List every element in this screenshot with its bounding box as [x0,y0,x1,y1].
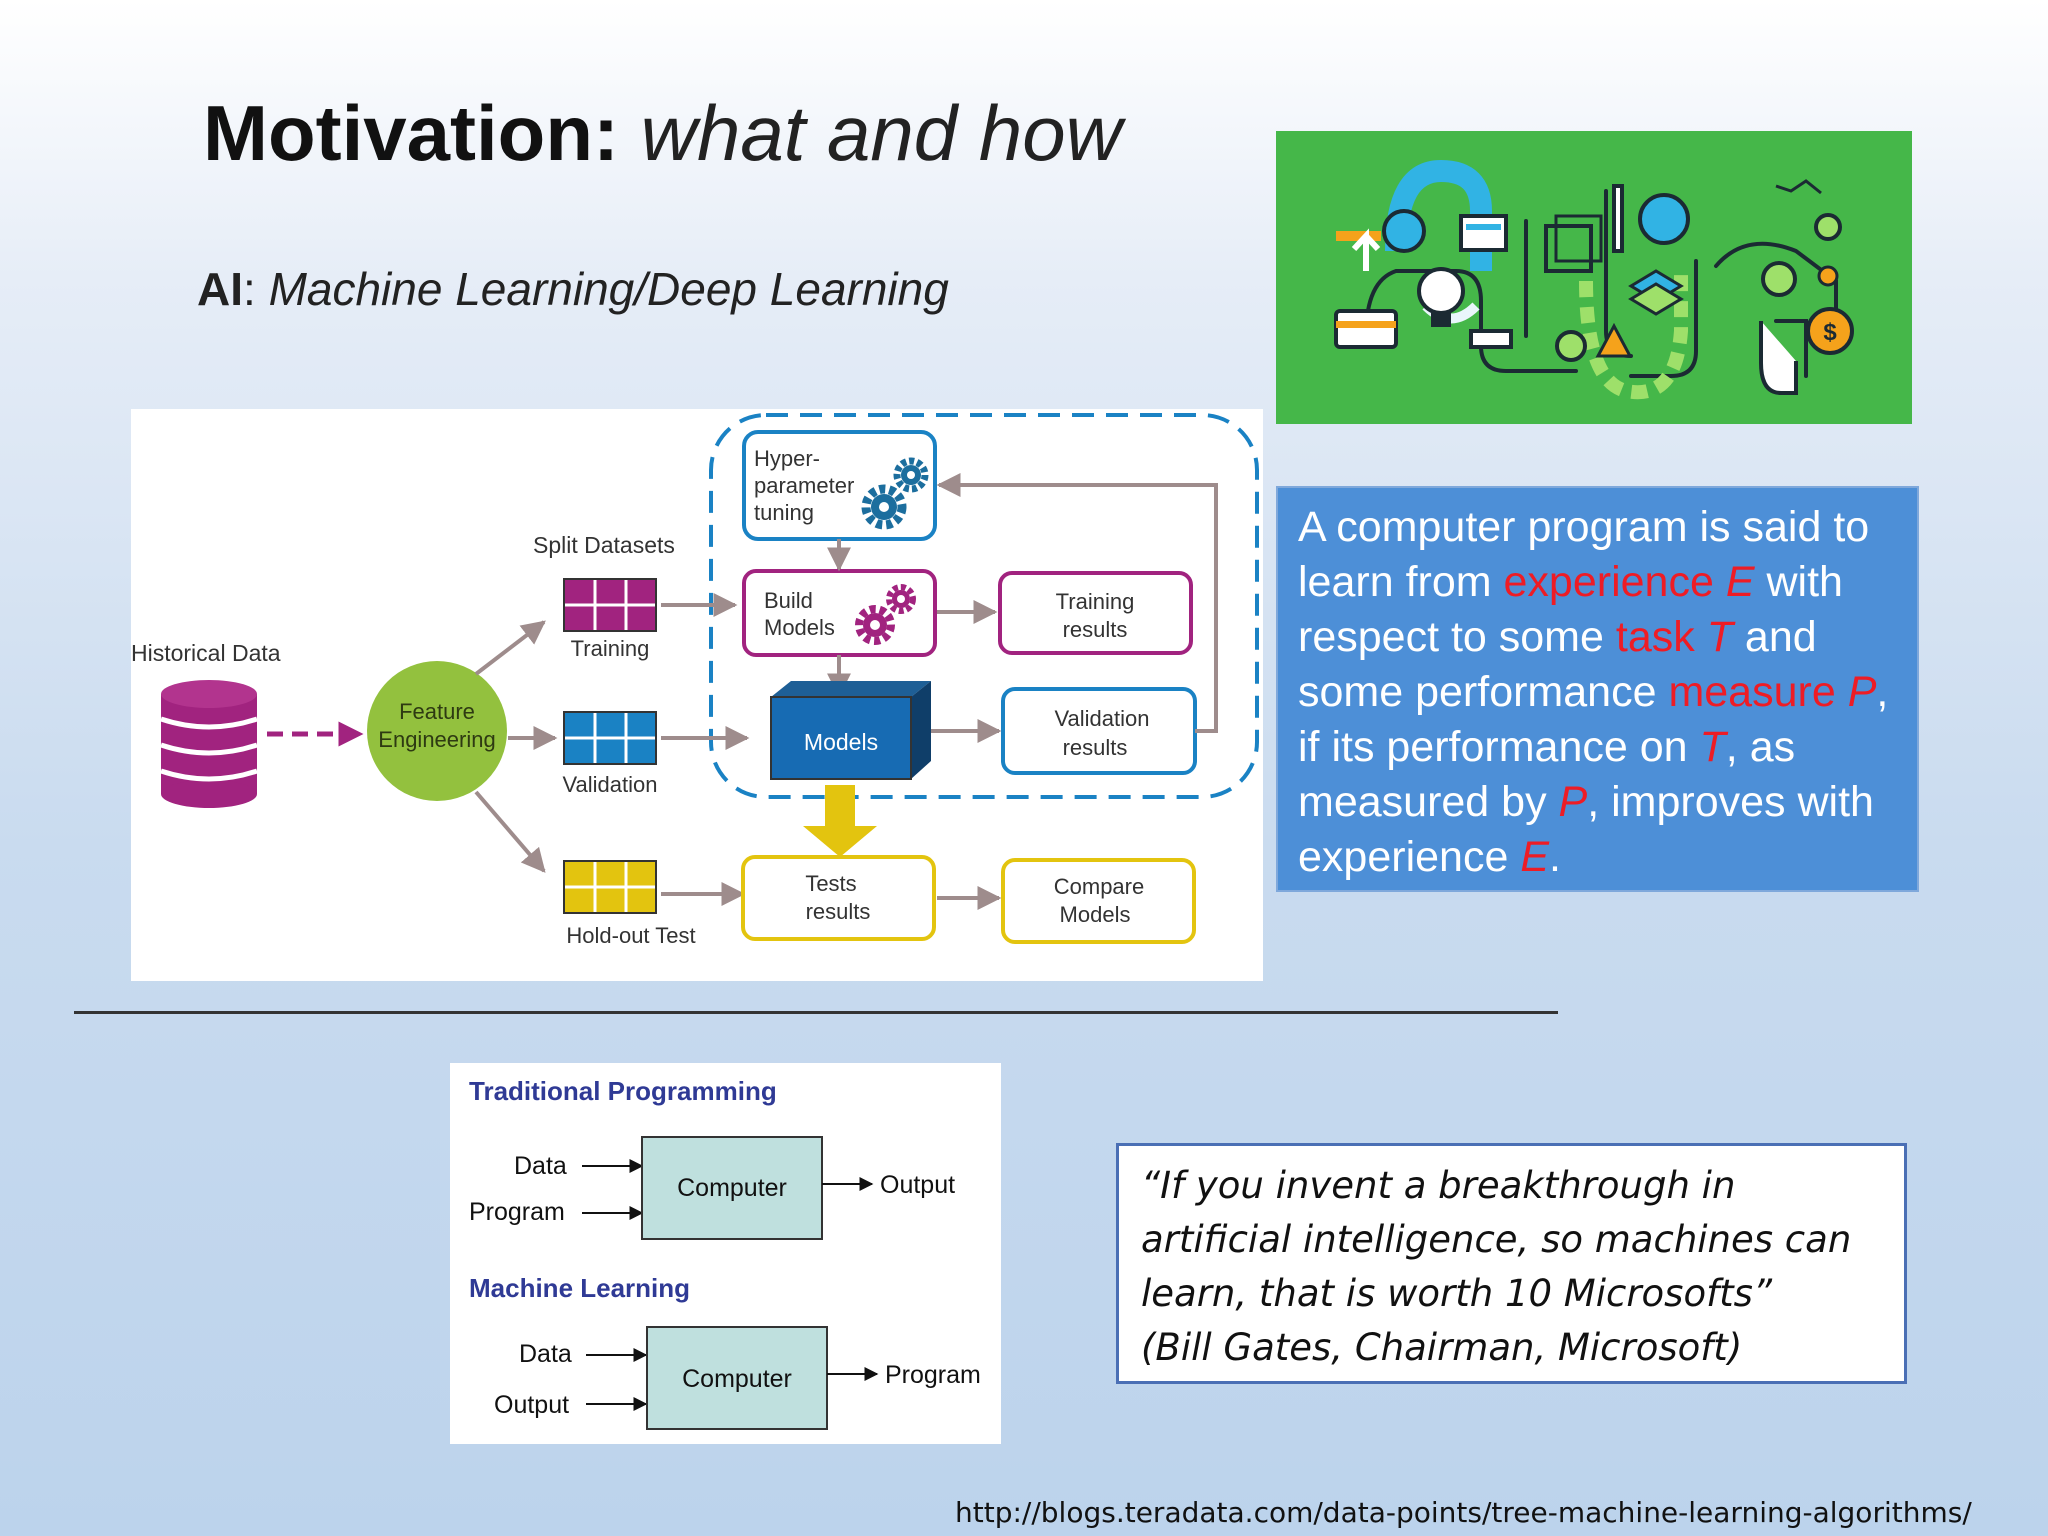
quote-line: learn, that is worth 10 Microsofts” [1141,1272,1773,1315]
feature-label-2: Engineering [378,727,495,752]
traditional-computer-box [641,1136,823,1240]
database-icon [160,680,258,808]
compare-models-label-1: Compare [1054,874,1144,899]
definition-text: . [1549,833,1561,881]
subtitle-separator: : [243,263,256,315]
ml-illustration: $ [1276,131,1912,424]
definition-text: and some performance [1298,613,1817,716]
definition-experience: experience [1503,558,1726,606]
definition-text: , as measured by [1298,723,1796,826]
ml-definition-box: A computer program is said to learn from… [1276,486,1919,892]
ml-workflow-diagram: Historical Data Feature Engineering Spli… [131,409,1263,981]
validation-results-label-2: results [1063,735,1128,760]
quote-attribution: (Bill Gates, Chairman, Microsoft) [1141,1326,1743,1369]
training-results-label-1: Training [1056,589,1135,614]
subtitle-ml: Machine Learning/Deep Learning [268,263,949,315]
build-label-2: Models [764,615,835,640]
build-label-1: Build [764,588,813,613]
definition-e: E [1725,558,1755,606]
feature-engineering-node [367,661,507,801]
feature-label-1: Feature [399,699,475,724]
title-bold: Motivation: [203,89,619,177]
definition-text: A computer program is said to learn from [1298,503,1870,606]
models-cube [770,681,931,780]
definition-text: , if its performance on [1298,668,1889,771]
subtitle-ai: AI [197,263,243,315]
compare-models-label-2: Models [1060,902,1131,927]
definition-text: with respect to some [1298,558,1843,661]
gear-icon [855,584,916,645]
quote-line: artificial intelligence, so machines can [1141,1218,1852,1261]
bill-gates-quote: “If you invent a breakthrough in artific… [1116,1143,1907,1384]
ml-computer-box [646,1326,828,1430]
ml-workflow-graphic: Historical Data Feature Engineering Spli… [131,413,1259,948]
machine-learning-title: Machine Learning [469,1273,690,1303]
compare-models-box [1001,858,1196,944]
definition-e: E [1520,833,1549,881]
traditional-programming-title: Traditional Programming [469,1076,777,1106]
historical-data-label: Historical Data [131,640,281,666]
ml-output-label: Output [494,1391,569,1419]
definition-t: T [1706,613,1733,661]
ml-data-label: Data [519,1340,572,1368]
svg-text:$: $ [1823,319,1837,346]
build-models-box [742,569,937,657]
traditional-program-label: Program [469,1198,565,1226]
slide-title: Motivation: what and how [203,88,1122,179]
definition-measure: measure [1668,668,1848,716]
models-label: Models [804,729,878,755]
programming-paradigms-diagram: Traditional Programming Data Program Com… [450,1063,1001,1444]
slide-subtitle: AI: Machine Learning/Deep Learning [197,262,949,316]
validation-dataset-icon [563,711,657,765]
validation-results-box [1001,687,1197,775]
definition-t: T [1699,723,1726,771]
definition-text: , improves with experience [1298,778,1874,881]
traditional-computer-label: Computer [677,1174,787,1202]
training-label: Training [571,636,650,661]
hyper-label-3: tuning [754,500,814,525]
ml-computer-label: Computer [682,1365,792,1393]
holdout-label: Hold-out Test [566,923,695,948]
tests-results-label-2: results [806,899,871,924]
definition-task: task [1615,613,1707,661]
definition-p: P [1847,668,1877,716]
traditional-data-label: Data [514,1152,567,1180]
validation-results-label-1: Validation [1055,706,1150,731]
section-divider [74,1011,1558,1014]
quote-line: “If you invent a breakthrough in [1141,1164,1736,1207]
tests-results-box [741,855,936,941]
hyper-label-1: Hyper- [754,446,820,471]
gear-icon [861,457,929,530]
training-results-label-2: results [1063,617,1128,642]
paradigms-graphic: Traditional Programming Data Program Com… [469,1076,981,1430]
down-arrow-icon [803,785,877,857]
traditional-output-label: Output [880,1171,955,1199]
split-datasets-label: Split Datasets [533,532,675,558]
definition-p: P [1558,778,1588,826]
validation-label: Validation [563,772,658,797]
ml-illustration-graphic: $ [1334,159,1854,400]
tests-results-label-1: Tests [805,871,856,896]
training-dataset-icon [563,578,657,632]
holdout-dataset-icon [563,860,657,914]
training-results-box [998,571,1193,655]
source-url: http://blogs.teradata.com/data-points/tr… [955,1496,1972,1529]
ml-program-label: Program [885,1361,981,1389]
hyper-label-2: parameter [754,473,854,498]
title-italic: what and how [640,89,1122,177]
